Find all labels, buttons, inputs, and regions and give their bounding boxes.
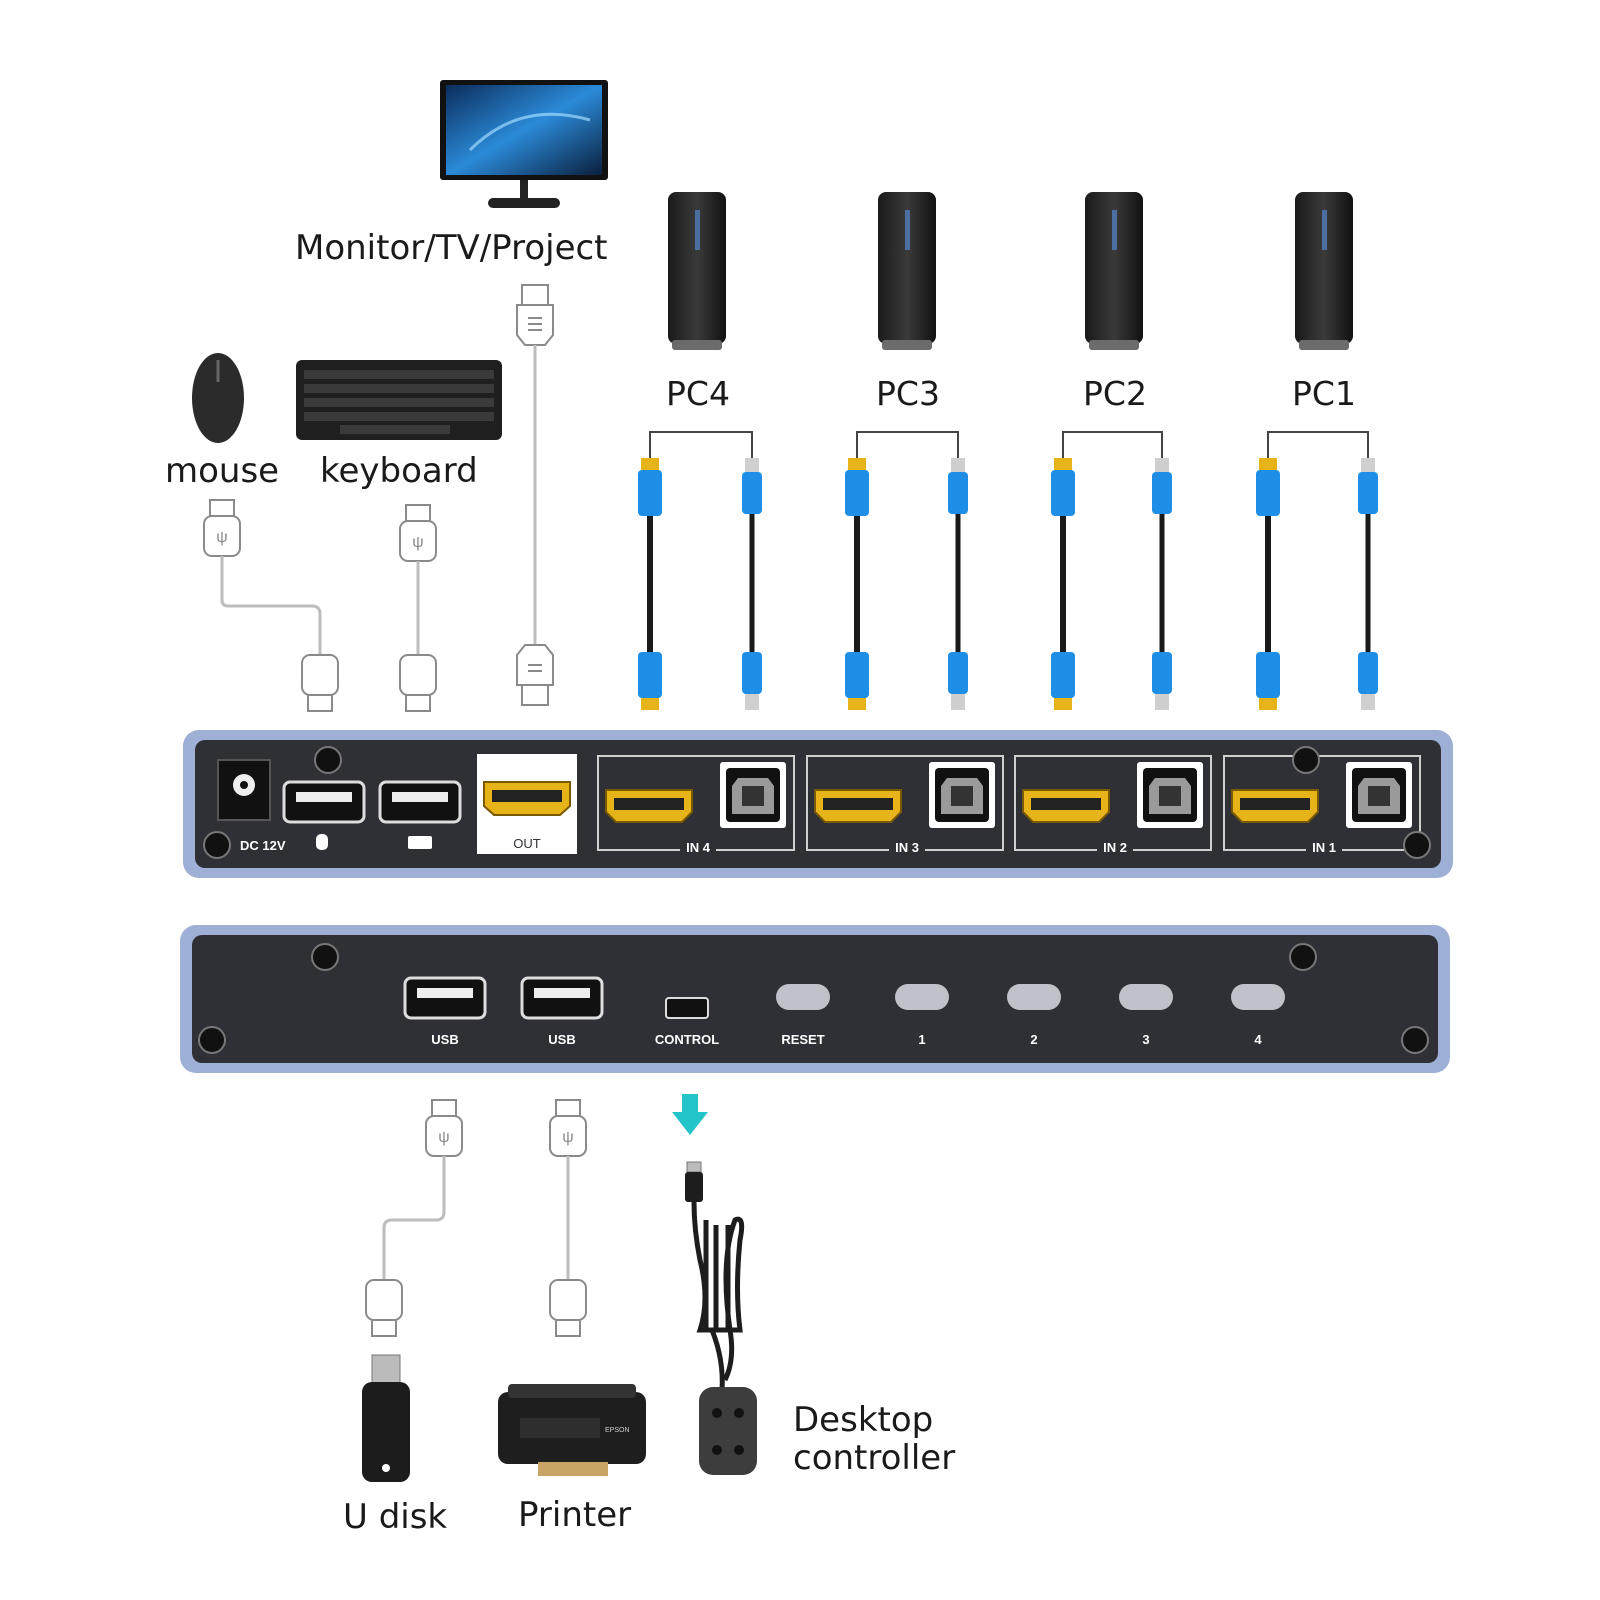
screw-icon	[1289, 943, 1317, 971]
channel-button-1[interactable]	[895, 984, 949, 1010]
mouse-usb-cable-icon: ψ	[203, 499, 339, 712]
pc-tower-icon	[668, 192, 726, 350]
channel-button-label: 4	[1254, 1032, 1262, 1047]
usb-cable-icon	[948, 458, 968, 710]
screw-icon	[311, 943, 339, 971]
input-port-label: IN 4	[686, 840, 711, 855]
front-usb-port-icon	[520, 976, 604, 1020]
control-port-label: CONTROL	[655, 1032, 719, 1047]
power-port-label: DC 12V	[240, 838, 286, 853]
hdmi-cable-icon	[1051, 458, 1075, 710]
monitor-icon	[440, 80, 608, 208]
channel-button-label: 1	[918, 1032, 925, 1047]
channel-button-label: 2	[1030, 1032, 1037, 1047]
mouse-label: mouse	[165, 451, 279, 491]
udisk-label: U disk	[343, 1497, 447, 1537]
control-port-icon	[665, 997, 709, 1019]
desktop-controller-label-1: Desktop	[793, 1400, 933, 1440]
pc-cable-set	[638, 431, 1378, 710]
keyboard-label: keyboard	[320, 451, 478, 491]
monitor-label: Monitor/TV/Project	[295, 228, 608, 268]
printer-usb-cable-icon: ψ	[549, 1099, 587, 1337]
keyboard-icon	[296, 360, 502, 440]
input-port-group: IN 1	[1223, 755, 1421, 856]
screw-icon	[198, 1026, 226, 1054]
svg-text:ψ: ψ	[216, 529, 227, 546]
usb-port-mouse-icon	[282, 780, 366, 824]
usb-port-keyboard-icon	[378, 780, 462, 824]
hdmi-cable-icon	[1256, 458, 1280, 710]
front-usb-port-icon	[403, 976, 487, 1020]
channel-button-label: 3	[1142, 1032, 1149, 1047]
pc-label: PC2	[1083, 374, 1147, 413]
printer-icon: EPSON	[498, 1384, 646, 1476]
pc-tower-icon	[1295, 192, 1353, 350]
usb-cable-icon	[1358, 458, 1378, 710]
pc-label: PC3	[876, 374, 940, 413]
input-port-label: IN 1	[1312, 840, 1336, 855]
usb-b-port-icon	[720, 762, 786, 828]
keyboard-usb-cable-icon: ψ	[399, 504, 437, 712]
input-port-group: IN 2	[1014, 755, 1212, 856]
pc-cable-pair	[1051, 431, 1172, 710]
desktop-controller-label-2: controller	[793, 1438, 955, 1478]
arrow-down-icon	[672, 1094, 708, 1135]
input-port-label: IN 2	[1103, 840, 1127, 855]
screw-icon	[1292, 746, 1320, 774]
front-usb-label: USB	[431, 1032, 458, 1047]
hdmi-in-port-icon	[605, 789, 693, 823]
screw-icon	[1403, 831, 1431, 859]
keyboard-port-icon	[408, 836, 432, 849]
hdmi-in-port-icon	[1022, 789, 1110, 823]
pc-label: PC1	[1292, 374, 1356, 413]
hdmi-out-label: OUT	[513, 836, 541, 851]
printer-label: Printer	[518, 1495, 631, 1535]
usb-b-port-icon	[1346, 762, 1412, 828]
printer-brand: EPSON	[605, 1427, 630, 1434]
svg-text:ψ: ψ	[438, 1129, 449, 1146]
pc-cable-pair	[1256, 431, 1378, 710]
pc-cable-pair	[845, 431, 968, 710]
hdmi-in-port-icon	[814, 789, 902, 823]
input-port-label: IN 3	[895, 840, 919, 855]
dc-power-jack-icon	[217, 759, 271, 821]
front-usb-label: USB	[548, 1032, 575, 1047]
screw-icon	[314, 746, 342, 774]
usb-cable-icon	[742, 458, 762, 710]
monitor-hdmi-cable-icon	[516, 284, 554, 706]
udisk-icon	[362, 1354, 410, 1482]
channel-button-2[interactable]	[1007, 984, 1061, 1010]
channel-button-4[interactable]	[1231, 984, 1285, 1010]
reset-button[interactable]	[776, 984, 830, 1010]
pc-cable-pair	[638, 431, 762, 710]
desktop-controller-cable-icon	[685, 1161, 745, 1391]
screw-icon	[1401, 1026, 1429, 1054]
mouse-port-icon	[316, 834, 328, 850]
screw-icon	[203, 831, 231, 859]
usb-cable-icon	[1152, 458, 1172, 710]
svg-text:ψ: ψ	[412, 534, 423, 551]
hdmi-in-port-icon	[1231, 789, 1319, 823]
hdmi-cable-icon	[638, 458, 662, 710]
usb-b-port-icon	[1137, 762, 1203, 828]
hdmi-out-port	[477, 754, 577, 854]
udisk-usb-cable-icon: ψ	[365, 1099, 463, 1337]
mouse-icon	[192, 353, 244, 443]
channel-button-3[interactable]	[1119, 984, 1173, 1010]
channel-button-group: 1 2 3 4	[895, 984, 1285, 1047]
input-port-group: IN 4	[597, 755, 795, 856]
pc-tower-icon	[1085, 192, 1143, 350]
desktop-controller-icon	[699, 1387, 757, 1475]
usb-b-port-icon	[929, 762, 995, 828]
input-port-group: IN 3	[806, 755, 1004, 856]
pc-label: PC4	[666, 374, 730, 413]
pc-tower-icon	[878, 192, 936, 350]
reset-label: RESET	[781, 1032, 824, 1047]
hdmi-cable-icon	[845, 458, 869, 710]
input-port-groups: IN 4 IN 3 IN 2 IN 1	[597, 755, 1421, 856]
svg-text:ψ: ψ	[562, 1129, 573, 1146]
